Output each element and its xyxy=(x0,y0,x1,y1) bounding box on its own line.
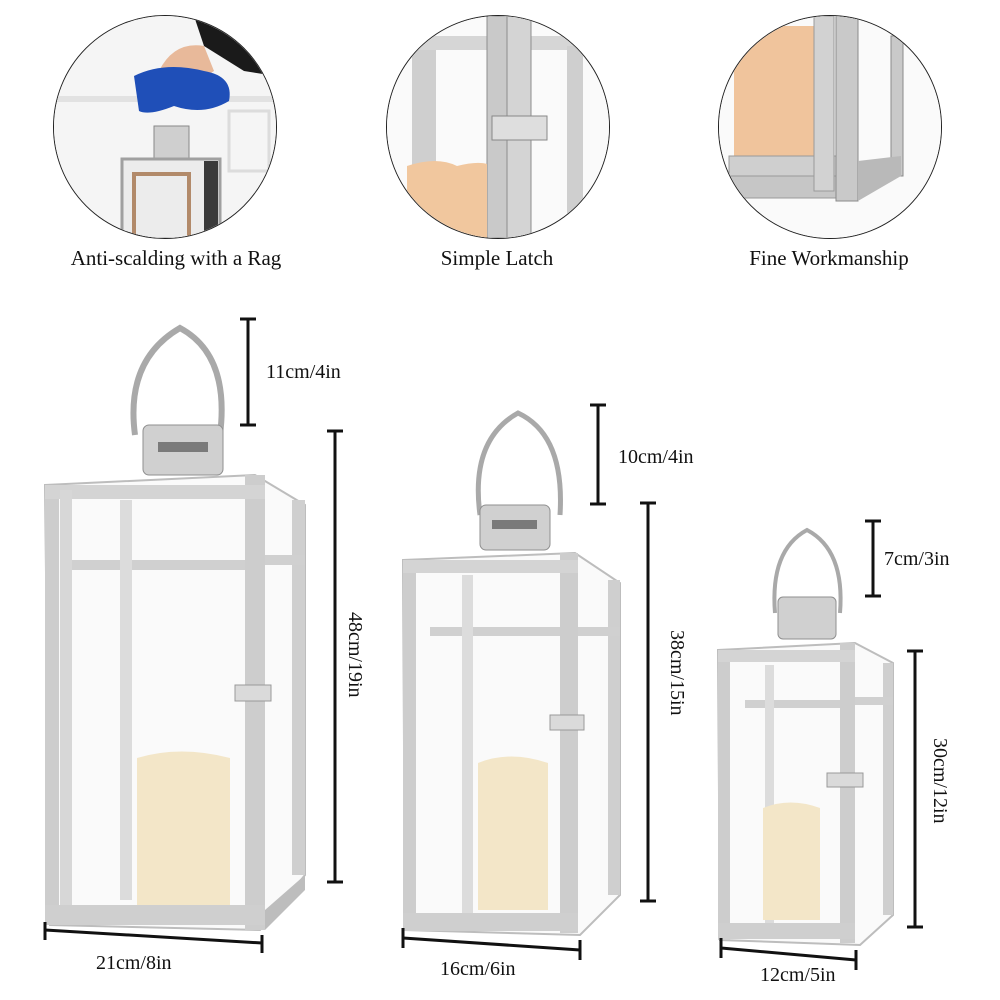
dimension-line-large-width xyxy=(43,922,264,953)
dimension-label-small-width: 12cm/5in xyxy=(760,964,836,986)
hand-rag-lantern-icon xyxy=(54,16,276,238)
feature-caption-workmanship: Fine Workmanship xyxy=(749,246,909,270)
dimension-line-small-body xyxy=(907,649,923,929)
dimension-label-medium-body: 38cm/15in xyxy=(666,630,688,716)
feature-caption-rag: Anti-scalding with a Rag xyxy=(70,246,282,270)
dimension-line-medium-body xyxy=(640,501,656,903)
dimension-line-large-body xyxy=(327,429,343,884)
dimension-line-large-handle xyxy=(240,317,256,427)
frame-corner-closeup-icon xyxy=(719,16,941,238)
dimension-line-small-handle xyxy=(865,519,881,598)
feature-photo-rag xyxy=(53,15,277,239)
feature-photo-latch xyxy=(386,15,610,239)
feature-photo-workmanship xyxy=(718,15,942,239)
dimension-line-small-width xyxy=(719,938,858,970)
dimension-label-large-handle: 11cm/4in xyxy=(266,361,341,383)
latch-closeup-icon xyxy=(387,16,609,238)
dimension-label-large-body: 48cm/19in xyxy=(344,612,366,698)
dimension-label-medium-width: 16cm/6in xyxy=(440,958,516,980)
feature-caption-latch: Simple Latch xyxy=(440,246,554,270)
dimension-label-large-width: 21cm/8in xyxy=(96,952,172,974)
dimension-line-medium-handle xyxy=(590,403,606,506)
lantern-large xyxy=(43,324,306,932)
dimension-label-small-handle: 7cm/3in xyxy=(884,548,950,570)
dimension-line-medium-width xyxy=(401,928,582,960)
dimension-label-medium-handle: 10cm/4in xyxy=(618,446,694,468)
dimension-label-small-body: 30cm/12in xyxy=(929,738,951,824)
lantern-medium xyxy=(401,410,621,937)
lantern-small xyxy=(716,527,894,947)
